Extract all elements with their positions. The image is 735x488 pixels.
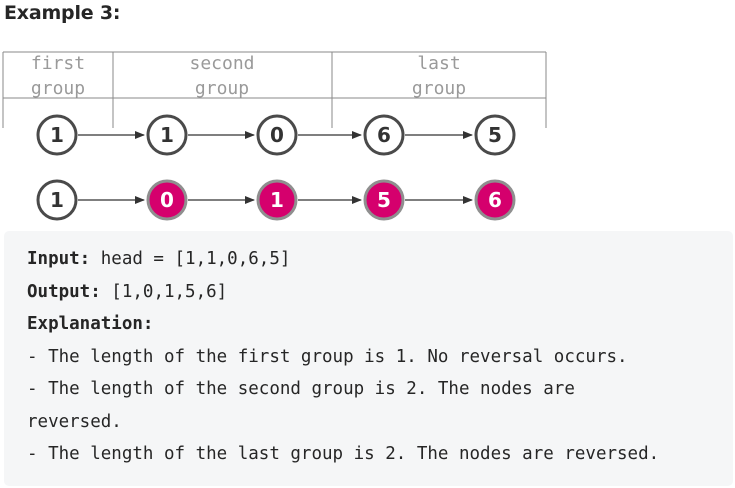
svg-text:6: 6: [488, 188, 502, 212]
output-label: Output:: [27, 281, 101, 302]
example-heading: Example 3:: [4, 2, 121, 24]
svg-text:5: 5: [488, 123, 502, 147]
group-first-label-line1: first: [31, 53, 85, 74]
output-node-2: 0: [146, 179, 188, 221]
explanation-line-2: - The length of the second group is 2. T…: [27, 379, 575, 399]
explanation-label-line: Explanation:: [27, 308, 733, 341]
group-second-label-line2: group: [195, 78, 249, 99]
input-node-4: 6: [363, 114, 405, 156]
input-node-3: 0: [256, 114, 298, 156]
explanation-label: Explanation:: [27, 314, 154, 334]
input-node-1: 1: [36, 114, 78, 156]
svg-text:1: 1: [270, 188, 284, 212]
input-label: Input:: [27, 249, 91, 269]
svg-text:5: 5: [377, 188, 391, 212]
output-node-1: 1: [36, 179, 78, 221]
output-line: Output: [1,0,1,5,6]: [27, 276, 733, 309]
explanation-line-3: reversed.: [27, 411, 122, 432]
explanation-line-4: - The length of the last group is 2. The…: [27, 444, 660, 464]
input-node-2: 1: [146, 114, 188, 156]
input-line: Input: head = [1,1,0,6,5]: [27, 243, 733, 276]
group-last-label-line1: last: [417, 53, 460, 74]
svg-text:1: 1: [50, 123, 64, 147]
group-second-label-line1: second: [189, 53, 254, 74]
svg-text:0: 0: [270, 123, 284, 147]
output-node-5: 6: [474, 179, 516, 221]
explanation-line-1: - The length of the first group is 1. No…: [27, 346, 628, 367]
output-value: [1,0,1,5,6]: [100, 281, 228, 302]
svg-text:1: 1: [50, 188, 64, 212]
input-value: head = [1,1,0,6,5]: [90, 249, 291, 269]
linked-list-diagram: first group second group last group 1 1 …: [2, 51, 547, 221]
svg-text:1: 1: [160, 123, 174, 147]
svg-text:6: 6: [377, 123, 391, 147]
input-node-5: 5: [474, 114, 516, 156]
svg-text:0: 0: [160, 188, 174, 212]
group-boxes: [2, 51, 547, 128]
group-first-label-line2: group: [31, 78, 85, 99]
output-node-4: 5: [363, 179, 405, 221]
output-node-3: 1: [256, 179, 298, 221]
example-code-block: Input: head = [1,1,0,6,5] Output: [1,0,1…: [4, 231, 733, 486]
group-last-label-line2: group: [412, 78, 466, 99]
